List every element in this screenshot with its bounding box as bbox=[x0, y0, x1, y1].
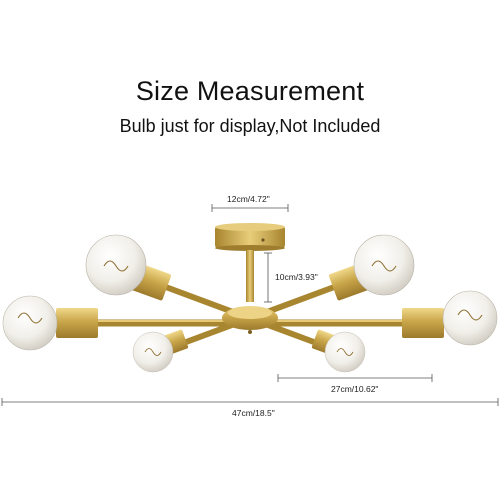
page-subtitle: Bulb just for display,Not Included bbox=[119, 116, 381, 136]
upper-right-bulb bbox=[353, 234, 415, 296]
overall-dimension-line bbox=[1, 398, 499, 406]
lower-left-bulb bbox=[132, 331, 174, 373]
arm-dimension-label: 27cm/10.62" bbox=[331, 384, 379, 394]
stem-dimension-label: 10cm/3.93" bbox=[275, 272, 318, 282]
page-title: Size Measurement bbox=[135, 76, 365, 106]
lower-right-bulb bbox=[324, 331, 366, 373]
stem-dimension-line bbox=[264, 252, 272, 303]
overall-dimension-label: 47cm/18.5" bbox=[232, 408, 275, 418]
left-bulb bbox=[2, 295, 58, 351]
canopy-dimension-line bbox=[211, 204, 289, 212]
upper-left-bulb bbox=[85, 234, 147, 296]
right-socket bbox=[402, 308, 444, 338]
center-stem bbox=[246, 250, 254, 302]
canopy-dimension-label: 12cm/4.72" bbox=[227, 194, 270, 204]
right-bulb bbox=[442, 290, 498, 346]
center-hub bbox=[222, 306, 278, 334]
ceiling-canopy bbox=[215, 223, 285, 251]
left-socket bbox=[56, 308, 98, 338]
arm-dimension-line bbox=[277, 374, 433, 382]
